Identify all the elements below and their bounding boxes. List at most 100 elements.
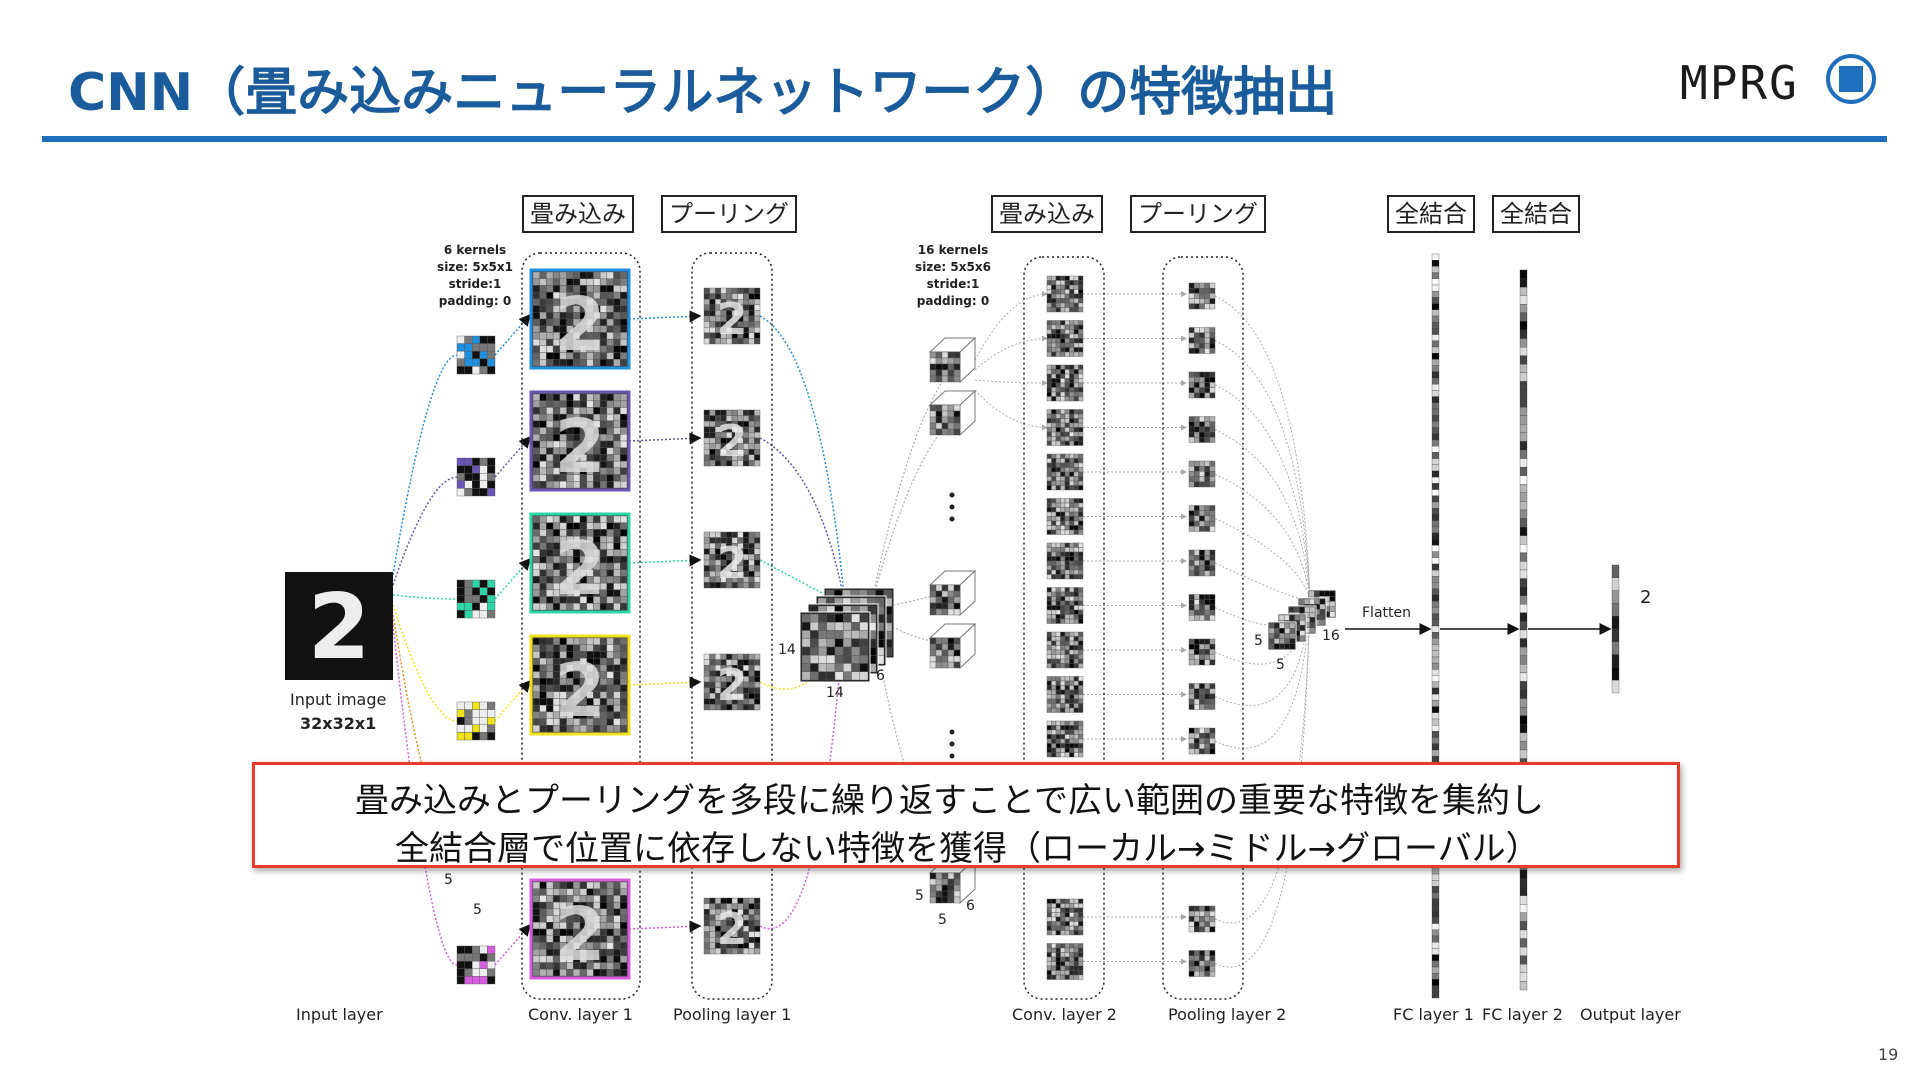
conv1-map-2-cell: [613, 515, 621, 523]
kernel1-0-cell: [464, 343, 473, 352]
conv2-map-15-cell: [1069, 961, 1075, 967]
kernel2-cube-2-cell: [947, 584, 955, 592]
ellipsis-dot-0-0: [949, 492, 955, 498]
conv1-map-2-cell: [620, 556, 628, 564]
layer-name-fc2: FC layer 2: [1482, 1005, 1563, 1024]
conv1-map-digit-3: 2: [554, 648, 606, 734]
conv1-map-5-cell: [620, 922, 628, 930]
conv2-map-0-cell: [1069, 284, 1075, 290]
conv2-map-14-cell: [1046, 912, 1052, 918]
kernel2-cube-0-cell: [947, 369, 955, 377]
pool2-map-6-cell: [1204, 560, 1210, 566]
conv2-map-2-cell: [1060, 364, 1066, 370]
kernel2-cube-0-cell: [947, 375, 955, 383]
kernel1-2-cell: [472, 602, 481, 611]
kernel1-5-cell: [456, 953, 465, 962]
conv2-map-2-cell: [1051, 382, 1057, 388]
stage-pool2-label: プーリング: [1130, 195, 1266, 233]
conv2-map-14-cell: [1078, 925, 1084, 931]
pool2-map-14-cell: [1199, 911, 1205, 917]
pool1-map-3-cell: [748, 687, 755, 694]
conv2-map-6-cell: [1046, 574, 1052, 580]
kernel1-3-cell: [456, 717, 465, 726]
conv1-map-0-cell: [606, 271, 614, 279]
conv1-map-2-cell: [620, 529, 628, 537]
pool2-map-3-cell: [1209, 431, 1216, 438]
conv2-map-4-cell: [1064, 476, 1070, 482]
pool2-map-14-cell: [1193, 905, 1200, 912]
conv1-map-2-cell: [546, 582, 554, 591]
conv2-map-4-cell: [1051, 480, 1057, 486]
conv2-map-0-cell: [1060, 280, 1066, 286]
pool2-map-1-cell: [1188, 332, 1195, 339]
pool2-map-10-cell: [1193, 727, 1200, 734]
pool2-map-8-cell: [1188, 654, 1195, 660]
pool2-map-5-cell: [1204, 526, 1210, 532]
conv1-map-0-cell: [613, 318, 621, 326]
conv2-map-14-cell: [1078, 930, 1084, 936]
conv1-map-5-cell: [546, 881, 554, 889]
pool1-map-2-cell: [748, 554, 755, 561]
fc1-unit: [1431, 700, 1440, 707]
pool1-volume-slice-0-cell: [818, 638, 827, 648]
conv1-map-2-cell: [613, 535, 621, 544]
conv1-map-3-cell: [620, 711, 628, 719]
conv2-map-14-cell: [1069, 912, 1075, 918]
pool1-map-2-cell: [754, 543, 761, 550]
conv2-map-14-cell: [1078, 921, 1084, 927]
conv2-map-10-cell: [1060, 734, 1066, 740]
pool2-map-8-cell: [1193, 649, 1200, 655]
pool1-volume-slice-0-cell: [843, 622, 852, 631]
conv1-map-1-cell: [539, 420, 547, 428]
kernel1-height: 5: [444, 872, 453, 888]
pool2-map-5-cell: [1199, 515, 1205, 522]
pool1-map-1-cell: [748, 454, 755, 461]
conv2-map-4-cell: [1078, 467, 1084, 473]
pool2-map-8-cell: [1209, 638, 1216, 645]
conv2-map-10-cell: [1055, 725, 1061, 731]
conv2-map-1-cell: [1046, 333, 1052, 339]
pool2-map-14-cell: [1199, 905, 1205, 912]
conv2-map-14-cell: [1073, 925, 1079, 931]
conv2-map-9-cell: [1046, 676, 1052, 682]
conv1-map-5-cell: [613, 881, 621, 889]
conv2-map-9-cell: [1064, 676, 1070, 682]
conv2-map-15-cell: [1073, 961, 1079, 967]
conv2-map-7-cell: [1069, 596, 1075, 602]
conv2-map-2-cell: [1055, 387, 1061, 393]
conv2-map-6-cell: [1069, 560, 1075, 566]
input-digit: 2: [308, 575, 371, 680]
conv1-map-0-cell: [559, 271, 567, 279]
pool2-volume-slice-1-cell: [1299, 630, 1306, 636]
conv2-map-9-cell: [1060, 689, 1066, 695]
conv2-map-9-cell: [1055, 680, 1061, 686]
summary-callout: 畳み込みとプーリングを多段に繰り返すことで広い範囲の重要な特徴を集約し 全結合層…: [252, 762, 1680, 869]
pool1-map-2-cell: [709, 576, 716, 583]
conv2-map-2-cell: [1064, 396, 1070, 402]
pool2-map-14-cell: [1204, 905, 1210, 912]
pool2-map-15-cell: [1193, 965, 1200, 972]
pool1-map-5-cell: [709, 937, 716, 944]
conv2-map-3-cell: [1055, 431, 1061, 437]
pool1-map-2-cell: [715, 531, 722, 538]
conv2-map-8-cell: [1078, 649, 1084, 655]
conv2-map-9-cell: [1051, 694, 1057, 700]
kernel1-2-cell: [464, 602, 473, 611]
pool2-map-7-cell: [1199, 594, 1205, 600]
input-image-size: 32x32x1: [300, 714, 377, 733]
pool2-map-2-cell: [1204, 392, 1210, 399]
fc2-unit: [1519, 544, 1528, 554]
conv2-map-5-cell: [1073, 525, 1079, 531]
conv2-map-3-cell: [1073, 409, 1079, 415]
conv2-map-1-cell: [1060, 324, 1066, 330]
pool1-volume-slice-0-cell: [834, 630, 844, 639]
output-unit: [1611, 616, 1620, 630]
conv2-map-3-cell: [1046, 440, 1052, 446]
pool1-map-2-cell: [743, 531, 750, 538]
pool2-map-3-cell: [1199, 421, 1205, 428]
fc2-unit: [1519, 484, 1528, 494]
conv2-map-14-cell: [1069, 930, 1075, 936]
connector-kernel2-conv2-0: [974, 291, 1048, 361]
layer-container-1: [691, 252, 773, 1000]
conv2-map-6-cell: [1069, 565, 1075, 571]
